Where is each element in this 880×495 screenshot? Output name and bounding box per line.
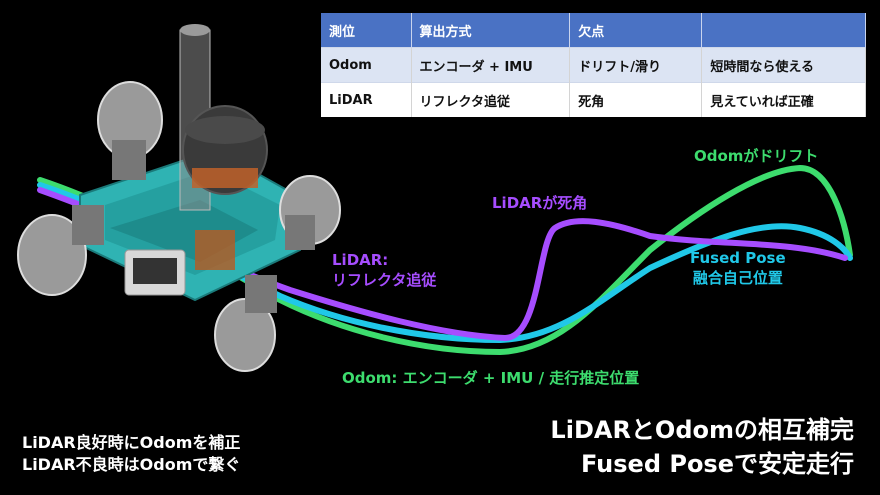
table-cell: Odom: [321, 47, 412, 83]
table-cell: リフレクタ追従: [411, 82, 571, 117]
table-cell: 死角: [569, 82, 703, 117]
odom-source-label: Odom: エンコーダ + IMU / 走行推定位置: [342, 369, 640, 387]
wheel-rear-right: [214, 275, 277, 372]
table-row-odom: Odom エンコーダ + IMU ドリフト/滑り 短時間なら使える: [321, 47, 866, 83]
footer-right-line1: LiDARとOdomの相互補完: [550, 416, 854, 444]
table-cell: 短時間なら使える: [701, 47, 866, 83]
odom-drift-label: Odomがドリフト: [694, 147, 819, 165]
fused-pose-label-line2: 融合自己位置: [692, 269, 783, 287]
fused-pose-label-line1: Fused Pose: [690, 249, 786, 267]
wheel-front-left: [97, 81, 163, 180]
fused-pose-label: Fused Pose 融合自己位置: [690, 248, 786, 288]
footer-right-headline: LiDARとOdomの相互補完 Fused Poseで安定走行: [550, 413, 854, 481]
table-header-cell: 算出方式: [411, 13, 571, 48]
table-cell: エンコーダ + IMU: [411, 47, 571, 83]
table-header-cell: 欠点: [569, 13, 703, 48]
mecanum-robot-illustration: [17, 24, 341, 372]
table-header-cell: [701, 13, 866, 48]
table-header-row: 測位 算出方式 欠点: [321, 13, 866, 48]
footer-right-line2: Fused Poseで安定走行: [580, 450, 854, 478]
table-cell: LiDAR: [321, 82, 412, 117]
comparison-table: 測位 算出方式 欠点 Odom エンコーダ + IMU ドリフト/滑り 短時間な…: [321, 13, 866, 117]
lidar-track-label-line2: リフレクタ追従: [332, 271, 437, 289]
footer-left-line2: LiDAR不良時はOdomで繋ぐ: [22, 455, 241, 474]
table-header-cell: 測位: [321, 13, 412, 48]
footer-left-line1: LiDAR良好時にOdomを補正: [22, 433, 241, 452]
footer-left-note: LiDAR良好時にOdomを補正 LiDAR不良時はOdomで繋ぐ: [22, 432, 240, 476]
lidar-track-label: LiDAR: リフレクタ追従: [332, 250, 436, 290]
table-cell: ドリフト/滑り: [569, 47, 703, 83]
wheel-rear-left: [17, 205, 104, 296]
table-row-lidar: LiDAR リフレクタ追従 死角 見えていれば正確: [321, 82, 866, 117]
wheel-front-right: [279, 175, 341, 250]
lidar-track-label-line1: LiDAR:: [332, 251, 389, 269]
lidar-blind-label: LiDARが死角: [492, 194, 588, 212]
table-cell: 見えていれば正確: [701, 82, 866, 117]
